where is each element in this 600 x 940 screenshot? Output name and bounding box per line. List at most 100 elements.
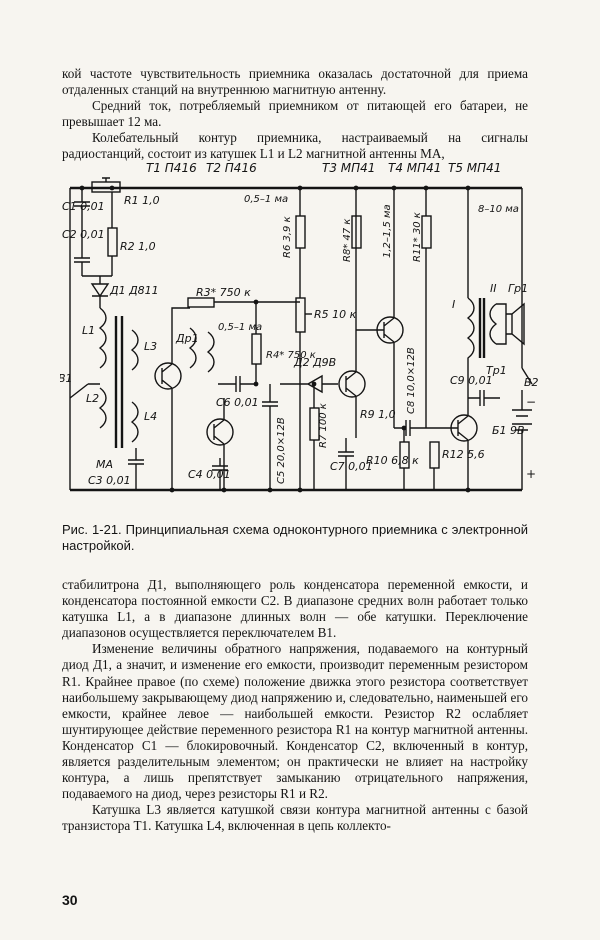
label-plus: +: [526, 467, 536, 481]
capacitor-c5: [262, 384, 278, 490]
label-l1: L1: [82, 324, 95, 337]
junction-dot: [465, 185, 471, 191]
junction-dot: [169, 487, 175, 493]
label-c8: C8 10,0×12В: [406, 347, 417, 414]
switch-b1: [69, 383, 100, 399]
transformer-primary: [466, 297, 475, 368]
label-t4: T4 МП41: [388, 161, 441, 175]
transistor-t3: [338, 370, 366, 398]
paragraph: Катушка L3 является катушкой связи конту…: [62, 802, 528, 834]
paragraph: Изменение величины обратного напряжения,…: [62, 641, 528, 802]
resistor-r6: [295, 215, 306, 249]
coil-l2: [98, 387, 107, 429]
junction-dot: [297, 185, 303, 191]
resistor-r11: [421, 215, 432, 249]
capacitor-c3: [128, 448, 144, 490]
label-gr1: Гр1: [508, 282, 528, 295]
diode-d2: [280, 374, 338, 394]
label-current-1: 0,5–1 ма: [218, 322, 262, 333]
coil-bias: [206, 331, 215, 373]
junction-dot: [253, 381, 259, 387]
junction-dot: [79, 185, 85, 191]
junction-dot: [311, 381, 317, 387]
t-wires: [171, 307, 225, 490]
label-c7: C7 0,01: [330, 460, 373, 473]
capacitor-c8: [394, 420, 426, 436]
resistor-r2: [107, 227, 118, 257]
capacitor-c2: [74, 220, 90, 276]
transformer-secondary: [489, 303, 498, 345]
resistor-r3: [187, 297, 215, 308]
transformer-core: [478, 298, 486, 358]
coil-l4: [130, 401, 139, 443]
label-t1: T1 П416: [146, 161, 197, 175]
label-r7: R7 100 к: [318, 403, 329, 448]
junction-dot: [465, 487, 471, 493]
junction-dot: [253, 299, 259, 305]
label-c4: C4 0,01: [188, 468, 231, 481]
label-ma: МА: [96, 458, 113, 471]
switch-b2: [521, 188, 533, 410]
junction-dot: [221, 487, 227, 493]
label-dr1: Др1: [175, 332, 199, 345]
label-winding-i: I: [452, 298, 455, 311]
label-current-2: 1,2–1,5 ма: [382, 204, 393, 258]
transistor-t1: [154, 362, 182, 390]
label-r5: R5 10 к: [314, 308, 357, 321]
label-r1: R1 1,0: [124, 194, 160, 207]
label-r10: R10 6,8 к: [366, 454, 419, 467]
top-text-block: кой частоте чувствительность приемника о…: [62, 66, 528, 163]
label-tr1: Tp1: [486, 364, 507, 377]
junction-dot: [401, 425, 407, 431]
diode-d1: [90, 276, 110, 308]
label-current-0: 0,5–1 ма: [244, 194, 288, 205]
paragraph: кой частоте чувствительность приемника о…: [62, 66, 528, 98]
t2-leads: [213, 419, 225, 445]
resistor-r8: [351, 215, 362, 249]
label-c5: C5 20,0×12В: [276, 417, 287, 484]
t5-leads: [426, 368, 469, 490]
label-c6: C6 0,01: [216, 396, 259, 409]
circuit-schematic: T1 П416 T2 П416 T3 МП41 T4 МП41 T5 МП41 …: [60, 161, 539, 493]
label-c3: C3 0,01: [88, 474, 131, 487]
junction-dot: [297, 487, 303, 493]
label-c9: C9 0,01: [450, 374, 493, 387]
label-d1: Д1 Д811: [109, 284, 159, 297]
junction-dot: [391, 185, 397, 191]
label-b1: В1: [60, 372, 73, 385]
junction-dot: [423, 185, 429, 191]
capacitor-c4: [212, 458, 228, 490]
figure-caption: Рис. 1-21. Принципиальная схема одноконт…: [62, 522, 528, 553]
capacitor-c9: [468, 390, 500, 406]
speaker: [496, 302, 525, 346]
label-l3: L3: [144, 340, 157, 353]
label-t5: T5 МП41: [448, 161, 501, 175]
coil-l3: [130, 329, 139, 371]
choke-dr1: [188, 327, 197, 369]
label-r3: R3* 750 к: [196, 286, 251, 299]
label-t3: T3 МП41: [322, 161, 375, 175]
label-r11: R11* 30 к: [412, 212, 423, 262]
label-t2: T2 П416: [206, 161, 257, 175]
label-r8: R8* 47 к: [342, 219, 353, 262]
label-b2: В2: [524, 376, 539, 389]
resistor-r4: [251, 333, 262, 365]
resistor-r5: [295, 297, 306, 333]
bottom-text-block: стабилитрона Д1, выполняющего роль конде…: [62, 577, 528, 835]
label-battery: Б1 9В: [492, 424, 525, 437]
paragraph: Средний ток, потребляемый приемником от …: [62, 98, 528, 130]
r2-wires: [82, 192, 113, 277]
transistor-t2: [206, 418, 234, 446]
label-r6: R6 3,9 к: [282, 216, 293, 258]
paragraph: Колебательный контур приемника, настраив…: [62, 130, 528, 162]
label-winding-ii: II: [490, 282, 497, 295]
coil-l1: [98, 307, 107, 369]
r1-wiper: [102, 177, 110, 182]
page-number: 30: [62, 892, 78, 908]
junction-dot: [353, 185, 359, 191]
label-r4: R4* 750 к: [266, 350, 316, 361]
junction-dot: [109, 185, 115, 191]
battery-b1: [512, 409, 532, 490]
capacitor-c1: [74, 188, 90, 220]
